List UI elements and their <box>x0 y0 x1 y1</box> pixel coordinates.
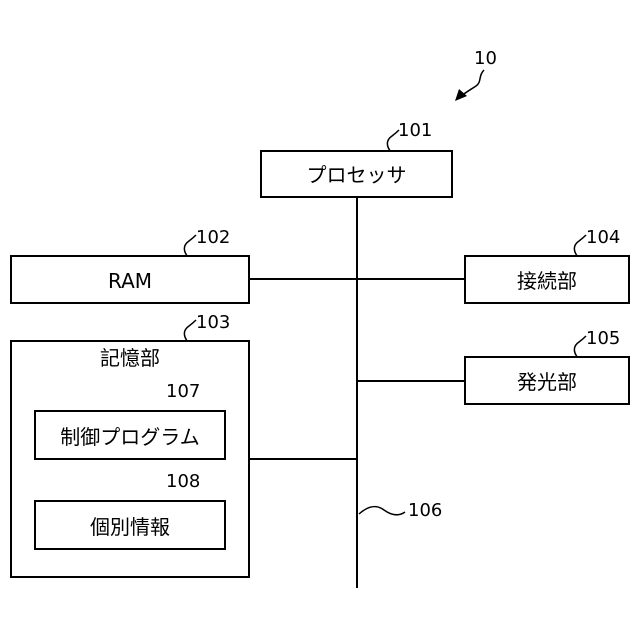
light-emitter-ref: 105 <box>586 330 620 348</box>
control-program-ref: 107 <box>166 383 200 401</box>
individual-info-block: 個別情報 <box>34 500 226 550</box>
leader-103 <box>184 320 196 342</box>
system-arrow-line <box>460 70 484 97</box>
leader-106 <box>359 507 405 515</box>
bus-ref: 106 <box>408 502 442 520</box>
control-program-block: 制御プログラム <box>34 410 226 460</box>
leader-102 <box>184 235 196 257</box>
connection-block: 接続部 <box>464 255 630 304</box>
control-program-label: 制御プログラム <box>36 427 224 447</box>
processor-ref: 101 <box>398 122 432 140</box>
individual-info-label: 個別情報 <box>36 517 224 537</box>
connection-label: 接続部 <box>466 271 628 291</box>
system-arrow-head <box>455 89 467 101</box>
leader-104 <box>574 235 586 257</box>
light-emitter-label: 発光部 <box>466 372 628 392</box>
ram-label: RAM <box>12 271 248 291</box>
processor-block: プロセッサ <box>260 150 453 198</box>
ram-ref: 102 <box>196 229 230 247</box>
ram-block: RAM <box>10 255 250 304</box>
light-emitter-block: 発光部 <box>464 356 630 405</box>
connection-ref: 104 <box>586 229 620 247</box>
individual-info-ref: 108 <box>166 473 200 491</box>
system-ref-label: 10 <box>474 50 497 68</box>
leader-105 <box>574 336 586 358</box>
storage-label: 記憶部 <box>12 348 248 368</box>
processor-label: プロセッサ <box>262 165 451 185</box>
storage-ref: 103 <box>196 314 230 332</box>
